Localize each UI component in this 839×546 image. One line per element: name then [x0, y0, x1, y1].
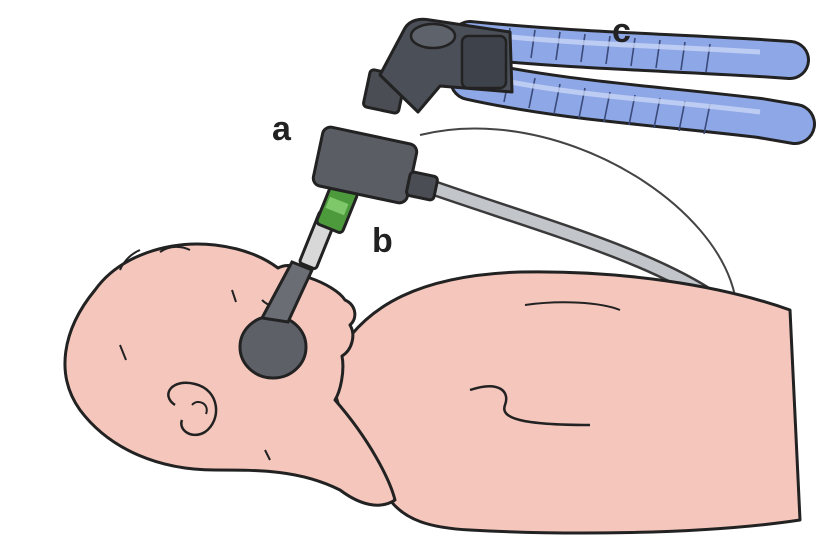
infant-patient-icon	[65, 244, 800, 533]
callout-c: c	[612, 12, 631, 50]
tube-adapter-icon	[299, 182, 358, 269]
ventilator-tubing-icon	[380, 19, 795, 134]
callout-a: a	[272, 110, 292, 148]
callout-b: b	[372, 222, 393, 260]
